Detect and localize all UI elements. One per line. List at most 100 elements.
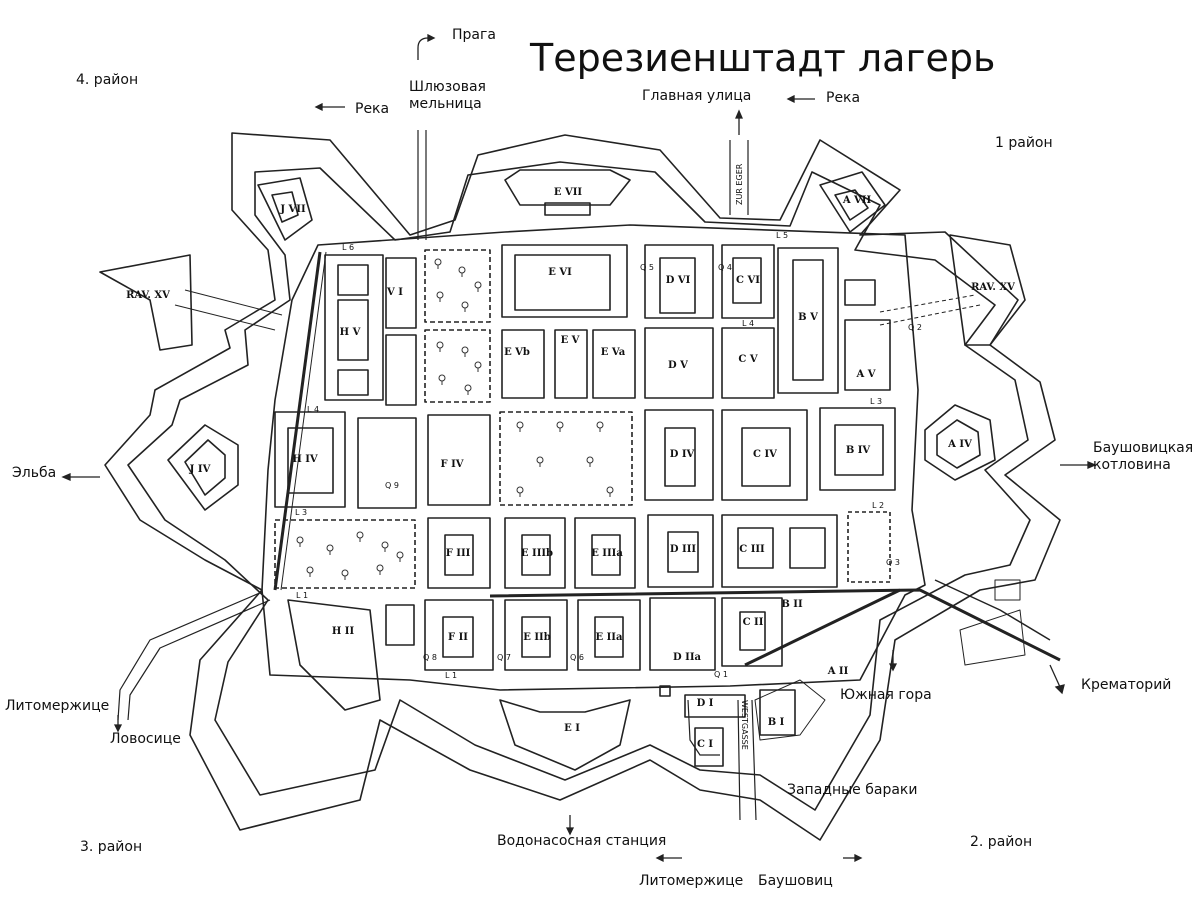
block-label: RAV. XV	[126, 290, 170, 301]
tree-icon	[296, 536, 304, 544]
block-label: E VI	[548, 267, 572, 278]
road-sign-westgasse: WESTGASSE	[740, 700, 749, 750]
block-label: C IV	[753, 449, 777, 460]
block-label: RAV. XV	[971, 282, 1015, 293]
label-south-hill: Южная гора	[840, 687, 932, 703]
street-label: L 1	[445, 671, 457, 680]
block-label: V I	[386, 287, 403, 298]
street-label: L 3	[295, 508, 307, 517]
block-label: A II	[827, 666, 849, 677]
street-label: L 6	[342, 243, 354, 252]
block-label: F III	[446, 548, 471, 559]
label-lovosice: Ловосице	[110, 731, 181, 747]
street-label: L 5	[776, 231, 788, 240]
tree-icon	[381, 541, 389, 549]
label-bauschowitz-basin: Баушовицкая котловина	[1093, 440, 1194, 473]
block-label: A IV	[947, 439, 972, 450]
block-label: E IIIb	[521, 548, 553, 559]
street-label: Q 8	[423, 653, 437, 662]
block-label: E IIa	[596, 632, 623, 643]
label-district-1: 1 район	[995, 135, 1053, 151]
tree-icon	[596, 421, 604, 429]
label-litomerice-bottom: Литомержице	[639, 873, 744, 889]
block-label: J IV	[189, 464, 211, 475]
block-label: H V	[340, 327, 361, 338]
block-label: H IV	[292, 454, 318, 465]
block-label: E I	[564, 723, 580, 734]
label-district-3: 3. район	[80, 839, 143, 855]
block-label: D V	[668, 360, 688, 371]
block-label: A VII	[842, 195, 872, 206]
street-label: Q 4	[718, 263, 732, 272]
label-bauschowitz: Баушовиц	[758, 873, 833, 889]
block-label: E IIIa	[591, 548, 623, 559]
street-label: L 4	[742, 319, 754, 328]
tree-icon	[461, 346, 469, 354]
park-trees	[296, 258, 614, 580]
street-label: L 2	[872, 501, 884, 510]
block-label: D VI	[666, 275, 691, 286]
tree-icon	[356, 531, 364, 539]
tree-icon	[376, 564, 384, 572]
street-label: L 3	[870, 397, 882, 406]
label-crematorium: Крематорий	[1081, 677, 1172, 693]
block-label: C II	[743, 617, 764, 628]
tree-icon	[341, 569, 349, 577]
street-label: Q 3	[886, 558, 900, 567]
street-label: L 4	[307, 405, 319, 414]
block-label: D I	[697, 698, 714, 709]
street-label: Q 9	[385, 481, 399, 490]
tree-icon	[474, 281, 482, 289]
label-elbe: Эльба	[12, 465, 57, 481]
block-label: B II	[781, 599, 803, 610]
block-label: C III	[739, 544, 765, 555]
tree-icon	[586, 456, 594, 464]
block-label: D IIa	[673, 652, 702, 663]
label-river-left: Река	[355, 101, 390, 117]
block-label: D IV	[670, 449, 695, 460]
label-west-barracks: Западные бараки	[787, 782, 918, 798]
tree-icon	[556, 421, 564, 429]
tree-icon	[306, 566, 314, 574]
tree-icon	[536, 456, 544, 464]
block-label: D III	[670, 544, 697, 555]
label-litomerice-left: Литомержице	[5, 698, 110, 714]
road-sign-zur-eger: ZUR EGER	[735, 163, 744, 205]
street-label: Q 1	[714, 670, 728, 679]
block-label: E Va	[601, 347, 626, 358]
tree-icon	[464, 384, 472, 392]
block-label: J VII	[279, 204, 306, 215]
fortress-inner-wall	[127, 161, 1031, 811]
city-inner-wall	[261, 224, 926, 691]
block-label: E VII	[554, 187, 583, 198]
tree-icon	[606, 486, 614, 494]
block-label: F IV	[440, 459, 463, 470]
tree-icon	[461, 301, 469, 309]
label-praha: Прага	[452, 27, 496, 43]
tree-icon	[474, 361, 482, 369]
block-label: C V	[738, 354, 757, 365]
street-label: Q 6	[570, 653, 584, 662]
label-district-4: 4. район	[76, 72, 139, 88]
block-label: B V	[798, 312, 818, 323]
tree-icon	[516, 421, 524, 429]
tree-icon	[438, 374, 446, 382]
tree-icon	[326, 544, 334, 552]
tree-icon	[458, 266, 466, 274]
label-sluice-mill: Шлюзовая мельница	[409, 79, 486, 112]
tree-icon	[516, 486, 524, 494]
map-title: Терезиенштадт лагерь	[530, 36, 996, 80]
tree-icon	[436, 341, 444, 349]
street-label: Q 7	[497, 653, 511, 662]
label-main-street: Главная улица	[642, 88, 752, 104]
block-label: A V	[856, 369, 876, 380]
block-label: E Vb	[504, 347, 530, 358]
fortress-outer-wall	[104, 132, 1061, 841]
street-label: Q 5	[640, 263, 654, 272]
label-district-2: 2. район	[970, 834, 1033, 850]
block-label: E IIb	[523, 632, 550, 643]
block-label: C I	[697, 739, 713, 750]
block-label: B IV	[846, 445, 871, 456]
street-label: L 1	[296, 591, 308, 600]
